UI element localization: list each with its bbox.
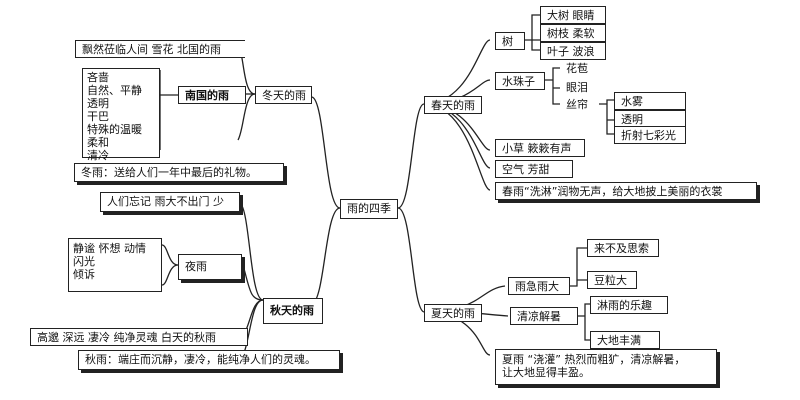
autumn-node: 秋天的雨 (263, 298, 323, 324)
spring-silk-item-mist: 水雾 (614, 92, 686, 110)
spring-silk-node: 丝帘 (560, 96, 599, 114)
summer-summary-line: 夏雨 “浇灌” 热烈而粗犷，清凉解暑， (502, 353, 686, 366)
autumn-night-node: 夜雨 (178, 254, 242, 280)
summer-cool-item-fun: 淋雨的乐趣 (590, 296, 668, 314)
summer-cool-node: 清凉解暑 (510, 307, 578, 325)
spring-tree-node: 树 (495, 32, 525, 50)
spring-tree-item-branch: 树枝 柔软 (540, 24, 606, 42)
summer-summary: 夏雨 “浇灌” 热烈而粗犷，清凉解暑， 让大地显得丰盈。 (495, 349, 717, 385)
spring-silk-item-clear: 透明 (614, 110, 686, 128)
spring-node: 春天的雨 (424, 96, 482, 114)
trait-item: 倾诉 (73, 268, 95, 281)
trait-item: 静谧 怀想 动情 (73, 242, 146, 255)
trait-item: 闪光 (73, 255, 95, 268)
spring-drops-node: 水珠子 (495, 72, 545, 90)
spring-drops-item-bud: 花苞 (560, 60, 620, 78)
trait-item: 清冷 (87, 149, 109, 162)
winter-summary: 冬雨：送给人们一年中最后的礼物。 (74, 163, 284, 182)
trait-item: 吝啬 (87, 71, 109, 84)
summer-heavy-item-nothink: 来不及思索 (587, 239, 659, 257)
trait-item: 特殊的温暖 (87, 123, 142, 136)
trait-item: 透明 (87, 97, 109, 110)
summer-heavy-item-bean: 豆粒大 (587, 271, 637, 289)
summer-node: 夏天的雨 (424, 304, 482, 322)
winter-north-line: 飘然莅临人间 雪花 北国的雨 (75, 40, 245, 58)
autumn-night-traits: 静谧 怀想 动情 闪光 倾诉 (68, 238, 162, 292)
summer-cool-item-full: 大地丰满 (590, 331, 660, 349)
winter-south-traits: 吝啬 自然、平静 透明 干巴 特殊的温暖 柔和 清冷 (82, 68, 160, 162)
spring-air-node: 空气 芳甜 (495, 160, 573, 178)
spring-tree-item-eyes: 大树 眼睛 (540, 6, 606, 24)
trait-item: 自然、平静 (87, 84, 142, 97)
spring-silk-item-rainbow: 折射七彩光 (614, 126, 686, 144)
trait-item: 柔和 (87, 136, 109, 149)
autumn-day-line: 高邈 深远 凄冷 纯净灵魂 白天的秋雨 (30, 328, 248, 346)
autumn-forget-line: 人们忘记 雨大不出门 少 (100, 192, 240, 212)
spring-tree-item-leaves: 叶子 波浪 (540, 42, 606, 60)
spring-summary: 春雨“洗淋”润物无声，给大地披上美丽的衣裳 (495, 182, 757, 200)
winter-south-node: 南国的雨 (178, 86, 246, 104)
spring-drops-item-tears: 眼泪 (560, 79, 620, 97)
root-node: 雨的四季 (340, 199, 398, 219)
summer-heavy-node: 雨急雨大 (508, 277, 570, 295)
trait-item: 干巴 (87, 110, 109, 123)
summer-summary-line: 让大地显得丰盈。 (502, 366, 590, 379)
winter-node: 冬天的雨 (255, 86, 312, 104)
autumn-summary: 秋雨：端庄而沉静，凄冷，能纯净人们的灵魂。 (78, 350, 340, 370)
spring-grass-node: 小草 簌簌有声 (495, 139, 585, 157)
